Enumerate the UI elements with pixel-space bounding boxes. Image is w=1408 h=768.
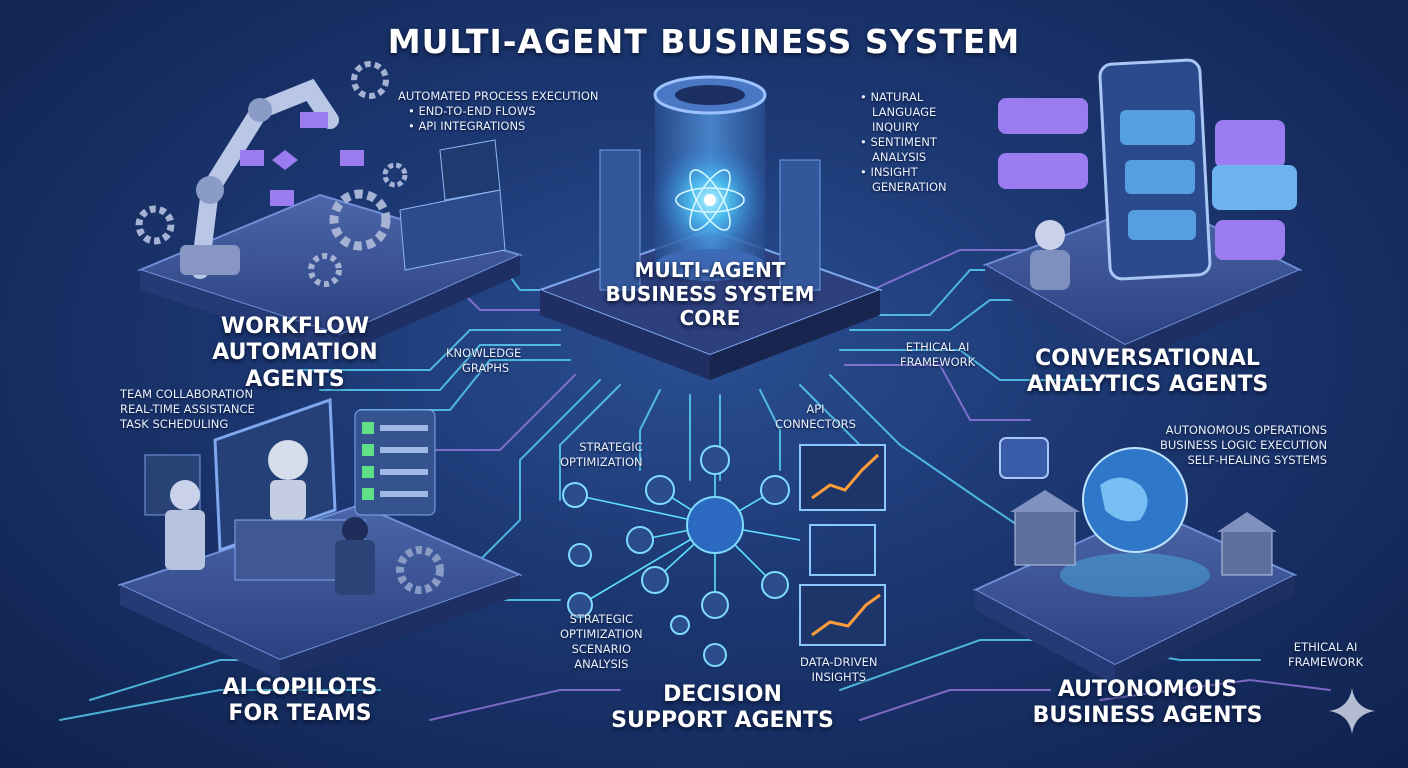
decision-nodes [562, 445, 790, 667]
workflow-features: AUTOMATED PROCESS EXECUTION • END-TO-END… [398, 89, 599, 134]
conv-feature-6: • INSIGHT [860, 164, 918, 179]
insights-line1: DATA-DRIVEN [800, 655, 878, 669]
strategic-bottom-line3: SCENARIO [571, 641, 632, 656]
core-label-line3: CORE [679, 306, 741, 330]
conversational-title: CONVERSATIONAL ANALYTICS AGENTS [1005, 346, 1290, 399]
api-line2: CONNECTORS [775, 416, 856, 431]
copilots-title-line1: AI COPILOTS [222, 675, 378, 700]
core-platform [537, 75, 883, 380]
autonomous-platform [972, 437, 1298, 685]
ethical-bottom-label: ETHICAL AI FRAMEWORK [1288, 640, 1363, 670]
workflow-feature-2: • END-TO-END FLOWS [408, 103, 536, 118]
copilots-feature-1: TEAM COLLABORATION [120, 387, 254, 401]
decision-network [574, 460, 801, 606]
autonomous-features: AUTONOMOUS OPERATIONS BUSINESS LOGIC EXE… [1160, 423, 1327, 468]
strategic-top-line1: STRATEGIC [579, 440, 643, 454]
knowledge-line1: KNOWLEDGE [446, 346, 522, 360]
conversational-features: • NATURAL LANGUAGE INQUIRY • SENTIMENT A… [860, 90, 947, 195]
chart-panels [799, 444, 886, 646]
conversational-title-line2: ANALYTICS AGENTS [1026, 372, 1269, 398]
strategic-top-line2: OPTIMIZATION [560, 454, 643, 469]
copilots-feature-3: TASK SCHEDULING [120, 416, 229, 431]
workflow-feature-1: AUTOMATED PROCESS EXECUTION [398, 89, 599, 103]
knowledge-line2: GRAPHS [462, 360, 510, 375]
workflow-feature-3: • API INTEGRATIONS [408, 118, 526, 133]
workflow-title: WORKFLOW AUTOMATION AGENTS [160, 314, 430, 393]
page-title: MULTI-AGENT BUSINESS SYSTEM [387, 22, 1021, 61]
conv-feature-2: LANGUAGE [872, 104, 937, 119]
atom-icon [675, 169, 745, 231]
insights-line2: INSIGHTS [811, 669, 867, 684]
conv-feature-1: • NATURAL [860, 90, 924, 104]
knowledge-label: KNOWLEDGE GRAPHS [446, 346, 521, 376]
gear-icons [135, 61, 408, 287]
ethical-mid-line2: FRAMEWORK [900, 354, 976, 369]
copilots-features: TEAM COLLABORATION REAL-TIME ASSISTANCE … [120, 387, 255, 432]
conv-feature-7: GENERATION [872, 179, 947, 194]
api-connectors-label: API CONNECTORS [775, 402, 856, 432]
strategic-bottom-line4: ANALYSIS [574, 656, 629, 671]
ethical-bottom-line2: FRAMEWORK [1288, 654, 1364, 669]
autonomous-title-line1: AUTONOMOUS [1057, 677, 1238, 702]
copilots-title-line2: FOR TEAMS [228, 701, 372, 727]
copilots-platform [117, 397, 523, 680]
strategic-bottom-line2: OPTIMIZATION [560, 626, 643, 641]
autonomous-feature-3: SELF-HEALING SYSTEMS [1187, 452, 1328, 467]
strategic-bottom-label: STRATEGIC OPTIMIZATION SCENARIO ANALYSIS [560, 612, 643, 672]
workflow-title-line2: AUTOMATION AGENTS [212, 340, 378, 392]
autonomous-title: AUTONOMOUS BUSINESS AGENTS [1020, 677, 1275, 730]
data-driven-label: DATA-DRIVEN INSIGHTS [800, 655, 878, 685]
conversational-title-line1: CONVERSATIONAL [1035, 346, 1260, 371]
sparkle-icon [1329, 688, 1375, 734]
api-line1: API [806, 402, 825, 416]
autonomous-feature-2: BUSINESS LOGIC EXECUTION [1160, 437, 1328, 452]
workflow-platform [137, 78, 523, 355]
autonomous-feature-1: AUTONOMOUS OPERATIONS [1165, 423, 1328, 437]
core-label-line2: BUSINESS SYSTEM [605, 282, 815, 306]
decision-title: DECISION SUPPORT AGENTS [590, 682, 855, 735]
decision-title-line2: SUPPORT AGENTS [611, 708, 834, 734]
ethical-bottom-line1: ETHICAL AI [1293, 640, 1358, 654]
core-label: MULTI-AGENT BUSINESS SYSTEM CORE [600, 258, 820, 330]
strategic-bottom-line1: STRATEGIC [569, 612, 634, 626]
copilots-title: AI COPILOTS FOR TEAMS [185, 675, 415, 728]
ethical-mid-label: ETHICAL AI FRAMEWORK [900, 340, 975, 370]
ethical-mid-line1: ETHICAL AI [905, 340, 970, 354]
copilots-feature-2: REAL-TIME ASSISTANCE [120, 401, 255, 416]
strategic-top-label: STRATEGIC OPTIMIZATION [560, 440, 643, 470]
conv-feature-5: ANALYSIS [872, 149, 927, 164]
conv-feature-4: • SENTIMENT [860, 134, 937, 149]
core-label-line1: MULTI-AGENT [634, 258, 786, 282]
conversational-platform [982, 58, 1303, 365]
workflow-title-line1: WORKFLOW [220, 314, 370, 339]
conv-feature-3: INQUIRY [872, 119, 920, 134]
decision-title-line1: DECISION [663, 682, 782, 707]
autonomous-title-line2: BUSINESS AGENTS [1032, 703, 1263, 729]
